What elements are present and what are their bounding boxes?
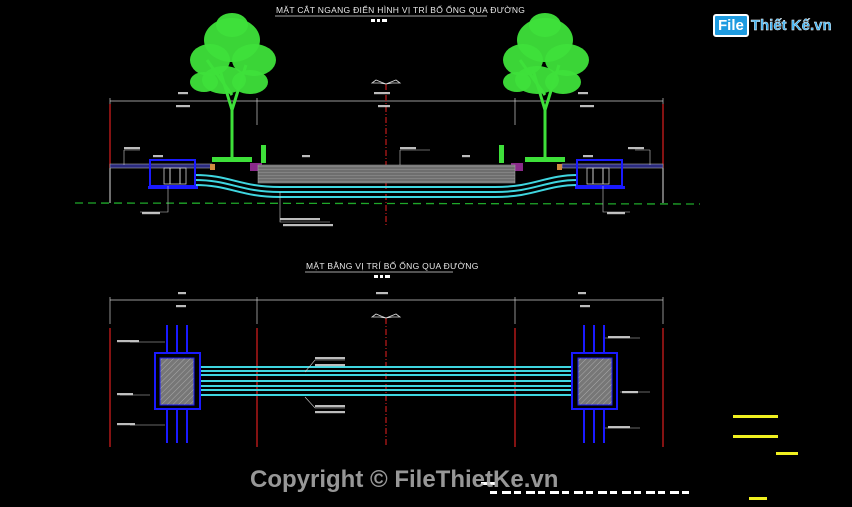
small-label-mark [176, 305, 186, 308]
small-label-mark [117, 340, 139, 343]
scale-segment [586, 491, 593, 494]
small-label-mark [583, 155, 593, 158]
scale-label-mark [481, 482, 495, 485]
tree-icon [503, 13, 589, 162]
small-label-mark [622, 391, 638, 394]
small-label-mark [607, 212, 625, 215]
scale-marks [374, 275, 390, 278]
small-label-mark [315, 411, 345, 414]
grass [525, 157, 565, 162]
pipe [194, 184, 579, 198]
small-label-mark [315, 364, 345, 367]
section-title: MẶT CẮT NGANG ĐIỂN HÌNH VỊ TRÍ BỐ ỐNG QU… [276, 4, 525, 15]
plan-title: MẶT BẰNG VỊ TRÍ BỐ ỐNG QUA ĐƯỜNG [306, 260, 479, 271]
pipe-bundle-plan [195, 366, 578, 396]
small-label-mark [374, 92, 390, 95]
small-label-mark [142, 212, 160, 215]
sidewalk-left [109, 163, 213, 169]
lamp-icon [370, 79, 402, 85]
small-label-mark [608, 426, 630, 429]
gutter-left [250, 163, 262, 171]
small-label-mark [178, 92, 188, 95]
scale-marks [371, 19, 387, 22]
small-label-mark [124, 147, 140, 150]
small-label-mark [578, 92, 588, 95]
logo-file: File [713, 14, 749, 37]
tree-icon [190, 13, 276, 162]
lamp-icon [370, 313, 402, 319]
small-label-mark [578, 292, 586, 295]
grass [212, 157, 252, 162]
scale-segment [502, 491, 511, 494]
pit-right [571, 325, 618, 443]
plan-view: MẶT BẰNG VỊ TRÍ BỐ ỐNG QUA ĐƯỜNG [109, 260, 664, 447]
curb-right [557, 164, 562, 170]
dimension-line [109, 297, 664, 324]
manhole-right [575, 159, 625, 189]
small-label-mark [400, 147, 416, 150]
small-label-mark [283, 224, 333, 227]
annotation-marks [124, 92, 644, 227]
boundary-lines [109, 328, 664, 447]
pipe [194, 179, 579, 193]
small-label-mark [462, 155, 470, 158]
title-block-notes [733, 415, 798, 500]
gutter-right [511, 163, 523, 171]
scale-segment [538, 491, 545, 494]
scale-segment [490, 491, 497, 494]
small-label-mark [376, 292, 388, 295]
scale-segment [646, 491, 655, 494]
tree-canopy [216, 13, 248, 37]
annotation-marks [117, 292, 638, 429]
pipe-bundle-section [194, 174, 579, 198]
small-label-mark [580, 305, 590, 308]
section-view: MẶT CẮT NGANG ĐIỂN HÌNH VỊ TRÍ BỐ ỐNG QU… [74, 4, 701, 227]
small-label-mark [153, 155, 163, 158]
small-label-mark [176, 105, 190, 108]
tree-canopy [545, 70, 581, 94]
scale-segment [574, 491, 583, 494]
curb-left [210, 164, 215, 170]
pipe [194, 174, 579, 188]
scale-segment [598, 491, 607, 494]
tree-canopy [545, 44, 589, 76]
scale-segment [514, 491, 521, 494]
pit-left [154, 325, 201, 443]
scale-segment [634, 491, 641, 494]
small-label-mark [628, 147, 644, 150]
small-label-mark [580, 105, 594, 108]
manhole-left [148, 159, 198, 189]
tree-canopy [232, 44, 276, 76]
small-label-mark [315, 405, 345, 408]
scale-segment [562, 491, 569, 494]
site-logo: File Thiết Kế.vn [713, 14, 832, 37]
scale-segment [550, 491, 559, 494]
scale-segment [622, 491, 631, 494]
trees [190, 13, 589, 162]
road-slab [257, 164, 516, 184]
tree-canopy [529, 13, 561, 37]
tree-canopy [190, 72, 218, 92]
ground-line [74, 202, 701, 205]
scale-segment [670, 491, 679, 494]
shrubs [261, 145, 504, 163]
scale-bar [481, 482, 689, 494]
small-label-mark [378, 105, 390, 108]
small-label-mark [280, 218, 320, 221]
copyright-watermark: Copyright © FileThietKe.vn [250, 466, 559, 493]
scale-segment [526, 491, 535, 494]
small-label-mark [117, 393, 133, 396]
tree-canopy [232, 70, 268, 94]
small-label-mark [315, 357, 345, 360]
scale-segment [682, 491, 689, 494]
tree-canopy [503, 72, 531, 92]
small-label-mark [608, 336, 630, 339]
logo-thietke: Thiết Kế.vn [750, 17, 832, 34]
small-label-mark [302, 155, 310, 158]
scale-segment [658, 491, 665, 494]
small-label-mark [117, 423, 135, 426]
scale-segment [610, 491, 617, 494]
small-label-mark [178, 292, 186, 295]
